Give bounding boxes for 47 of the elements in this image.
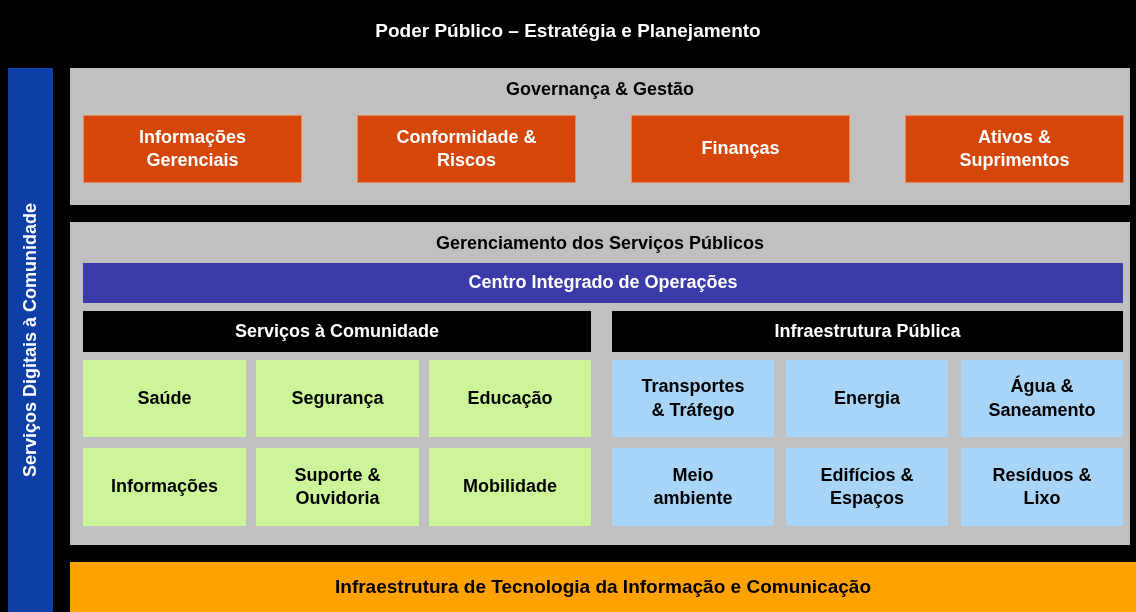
- box-label: Educação: [467, 386, 553, 410]
- box-label: Segurança: [291, 386, 384, 410]
- infrastructure-box: [786, 360, 948, 437]
- box-label: Poder Público – Estratégia e Planejamento: [375, 18, 761, 43]
- service-box: [83, 360, 246, 437]
- box-label: Água & Saneamento: [987, 375, 1097, 422]
- module-box: [83, 115, 302, 183]
- module-box: [905, 115, 1124, 183]
- box-label: Energia: [834, 386, 900, 410]
- box-label: Edifícios & Espaços: [819, 463, 915, 510]
- infrastructure-box: [786, 448, 948, 526]
- box-label: Ativos & Suprimentos: [958, 125, 1071, 172]
- service-box: [83, 448, 246, 526]
- box-label: Conformidade & Riscos: [395, 125, 538, 172]
- box-label: Meio ambiente: [652, 463, 734, 510]
- box-label: Informações Gerenciais: [137, 125, 247, 172]
- box-label: Serviços à Comunidade: [234, 319, 440, 343]
- side-bar: [8, 68, 53, 612]
- section-panel: [70, 68, 1130, 205]
- module-box: [357, 115, 576, 183]
- infrastructure-box: [612, 360, 774, 437]
- service-box: [429, 360, 591, 437]
- box-label: Transportes & Tráfego: [640, 375, 746, 422]
- box-label: Saúde: [137, 386, 192, 410]
- group-header: [612, 311, 1123, 352]
- box-label: Resíduos & Lixo: [991, 463, 1093, 510]
- operations-bar: [83, 263, 1123, 303]
- box-label: Infraestrutura Pública: [774, 319, 961, 343]
- group-header: [83, 311, 591, 352]
- box-label: Suporte & Ouvidoria: [293, 463, 382, 510]
- infrastructure-box: [961, 448, 1123, 526]
- module-box: [631, 115, 850, 183]
- box-label: Centro Integrado de Operações: [468, 271, 738, 295]
- panel-title: Gerenciamento dos Serviços Públicos: [435, 232, 765, 255]
- base-band: [70, 562, 1136, 612]
- box-label: Mobilidade: [463, 475, 557, 499]
- box-label: Informações: [110, 475, 218, 499]
- box-label: Infraestrutura de Tecnologia da Informação e Comunicação: [335, 574, 871, 599]
- infrastructure-box: [961, 360, 1123, 437]
- side-label: Serviços Digitais à Comunidade: [20, 202, 41, 478]
- section-panel: [70, 222, 1130, 545]
- service-box: [429, 448, 591, 526]
- service-box: [256, 448, 419, 526]
- panel-title: Governança & Gestão: [505, 78, 695, 101]
- service-box: [256, 360, 419, 437]
- box-label: Finanças: [701, 137, 780, 161]
- infrastructure-box: [612, 448, 774, 526]
